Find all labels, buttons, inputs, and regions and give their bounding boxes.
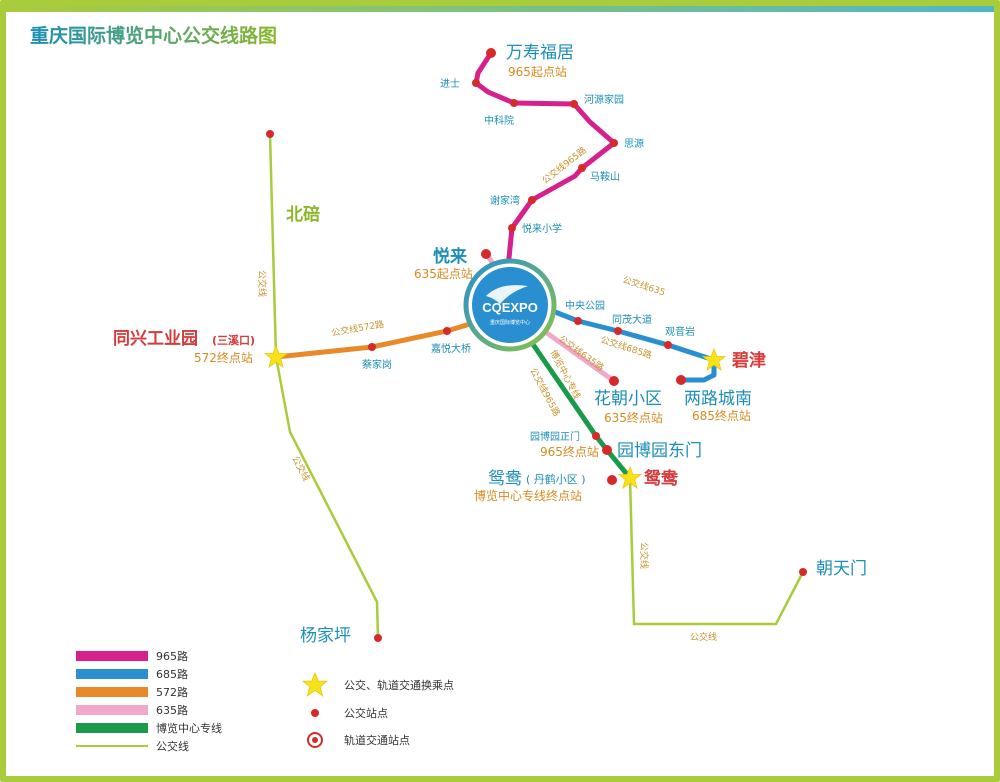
stop-dot[interactable] xyxy=(510,99,518,107)
stop-dot[interactable] xyxy=(664,341,672,349)
stop-dot[interactable] xyxy=(676,375,686,385)
hub-logo: CQEXPO xyxy=(482,300,538,315)
label-huachao: 花朝小区 xyxy=(594,389,662,409)
route-label-572: 公交线572路 xyxy=(330,318,384,339)
legend-symbol-label: 公交站点 xyxy=(344,706,388,720)
legend-swatch xyxy=(76,705,148,715)
route-label-bus-east-h: 公交线 xyxy=(690,631,717,643)
label-yangjiaping: 杨家坪 xyxy=(300,626,351,646)
stop-dot[interactable] xyxy=(528,196,536,204)
legend-label: 572路 xyxy=(156,686,188,699)
legend-label: 965路 xyxy=(156,650,188,663)
general-bus-lines xyxy=(268,133,805,639)
note-tongxing: 572终点站 xyxy=(194,350,253,365)
note-yuanyang: 博览中心专线终点站 xyxy=(474,488,582,503)
stop-dot[interactable] xyxy=(609,376,619,386)
label-lianglu: 两路城南 xyxy=(684,389,752,409)
stop-dot[interactable] xyxy=(508,224,516,232)
stop-dot[interactable] xyxy=(610,139,618,147)
route-685-line xyxy=(549,307,717,383)
legend-swatch xyxy=(76,669,148,679)
note-yuelai: 635起点站 xyxy=(414,267,473,281)
label-yuanyang-sub: ( 丹鹤小区 ) xyxy=(526,472,586,486)
stop-dot[interactable] xyxy=(472,79,480,87)
stop-dot[interactable] xyxy=(614,327,622,335)
star-icon xyxy=(302,672,328,697)
label-tongmaodadao: 同茂大道 xyxy=(612,313,652,326)
route-label-635-top: 公交线635 xyxy=(621,273,667,298)
rail-stop-icon xyxy=(307,732,323,748)
legend-label: 公交线 xyxy=(156,739,189,753)
stop-dot[interactable] xyxy=(374,634,382,642)
label-beibei: 北碚 xyxy=(286,204,320,225)
bus-stops xyxy=(266,48,807,642)
bus-line-north-south xyxy=(268,133,380,639)
label-tongxing-sub: (三溪口) xyxy=(212,333,255,347)
label-caijiagang: 蔡家岗 xyxy=(362,358,392,371)
stop-dot[interactable] xyxy=(570,100,578,108)
legend-symbols: 公交、轨道交通换乘点 公交站点 轨道交通站点 xyxy=(302,672,454,748)
stop-dot[interactable] xyxy=(443,327,451,335)
stop-dot[interactable] xyxy=(486,48,496,58)
transfer-star-tongxing[interactable] xyxy=(264,345,288,368)
route-label-bus-east-v: 公交线 xyxy=(638,542,650,569)
label-wanshoufuju: 万寿福居 xyxy=(506,43,574,63)
legend-label: 博览中心专线 xyxy=(156,721,222,735)
legend-swatch xyxy=(76,745,148,747)
label-yuanboyuan-zhengmen: 园博园正门 xyxy=(530,430,580,443)
note-yuanboyuan: 965终点站 xyxy=(540,444,599,459)
legend-symbol-label: 轨道交通站点 xyxy=(344,733,410,747)
stop-dot[interactable] xyxy=(368,343,376,351)
label-xiejiawan: 谢家湾 xyxy=(490,194,520,207)
stop-dot[interactable] xyxy=(481,249,491,259)
legend-label: 635路 xyxy=(156,704,188,717)
stop-dot[interactable] xyxy=(592,432,600,440)
note-huachao: 635终点站 xyxy=(604,410,663,425)
legend-swatch xyxy=(76,687,148,697)
label-zhongyanggongyuan: 中央公园 xyxy=(565,299,605,312)
stop-dot[interactable] xyxy=(602,445,612,455)
label-heyuanjiayuan: 河源家园 xyxy=(584,93,624,106)
route-965-line xyxy=(473,51,617,269)
legend-swatch xyxy=(76,723,148,733)
label-siyuan: 思源 xyxy=(624,137,644,150)
note-wanshoufuju: 965起点站 xyxy=(508,65,567,79)
label-yuelai: 悦来 xyxy=(433,246,468,267)
bus-line-east xyxy=(628,477,805,626)
label-jinshi: 进士 xyxy=(440,77,460,90)
route-572-line xyxy=(275,321,471,360)
stop-dot[interactable] xyxy=(607,475,617,485)
legend-label: 685路 xyxy=(156,668,188,681)
expo-hub: CQEXPO 重庆国际博览中心 xyxy=(463,258,557,352)
stop-dot[interactable] xyxy=(799,568,807,576)
route-label-bus-north: 公交线 xyxy=(256,270,268,297)
rail-stop-icon-center xyxy=(312,737,318,743)
stop-dot[interactable] xyxy=(574,317,582,325)
label-maanshan: 马鞍山 xyxy=(590,170,620,183)
label-bijin: 碧津 xyxy=(731,350,766,371)
stop-dot[interactable] xyxy=(578,164,586,172)
label-zhongkeyuan: 中科院 xyxy=(484,114,514,127)
label-jiayuedaqiao: 嘉悦大桥 xyxy=(431,342,471,355)
hub-subtitle: 重庆国际博览中心 xyxy=(490,319,530,326)
note-lianglu: 685终点站 xyxy=(692,408,751,423)
label-chaotianmen: 朝天门 xyxy=(816,559,867,579)
map-title: 重庆国际博览中心公交线路图 xyxy=(30,24,277,47)
label-yuanyang-b: 鸳鸯 xyxy=(644,468,679,489)
label-yuanboyuan-dongmen: 园博园东门 xyxy=(617,441,702,461)
route-635-line xyxy=(538,325,616,384)
label-guanyinyan: 观音岩 xyxy=(665,325,695,338)
legend-swatch xyxy=(76,651,148,661)
label-yuanyang-a: 鸳鸯 xyxy=(488,469,522,489)
special-line xyxy=(527,338,632,480)
label-yuelai-school: 悦来小学 xyxy=(522,222,562,235)
legend-symbol-label: 公交、轨道交通换乘点 xyxy=(344,678,454,692)
bus-stop-icon xyxy=(311,709,319,717)
label-tongxing: 同兴工业园 xyxy=(113,329,198,349)
route-label-965b: 公交线965路 xyxy=(527,366,563,419)
stop-dot[interactable] xyxy=(266,130,274,138)
